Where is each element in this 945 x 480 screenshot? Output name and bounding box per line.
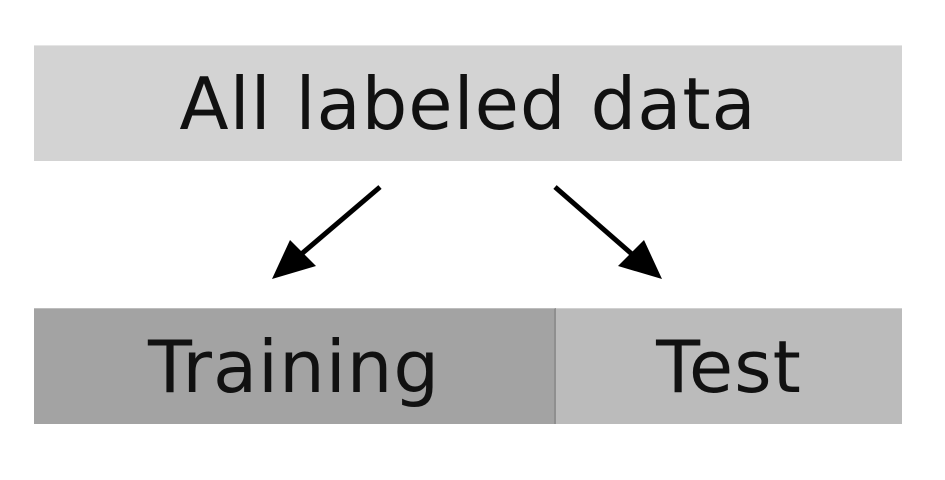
all-labeled-data-label: All labeled data (179, 61, 757, 146)
all-labeled-data-box: All labeled data (34, 45, 902, 161)
training-box: Training (34, 308, 556, 424)
training-label: Training (147, 324, 441, 409)
test-box: Test (556, 308, 902, 424)
arrow-to-training (272, 185, 382, 279)
arrow-to-test (553, 185, 662, 279)
test-label: Test (656, 324, 802, 409)
